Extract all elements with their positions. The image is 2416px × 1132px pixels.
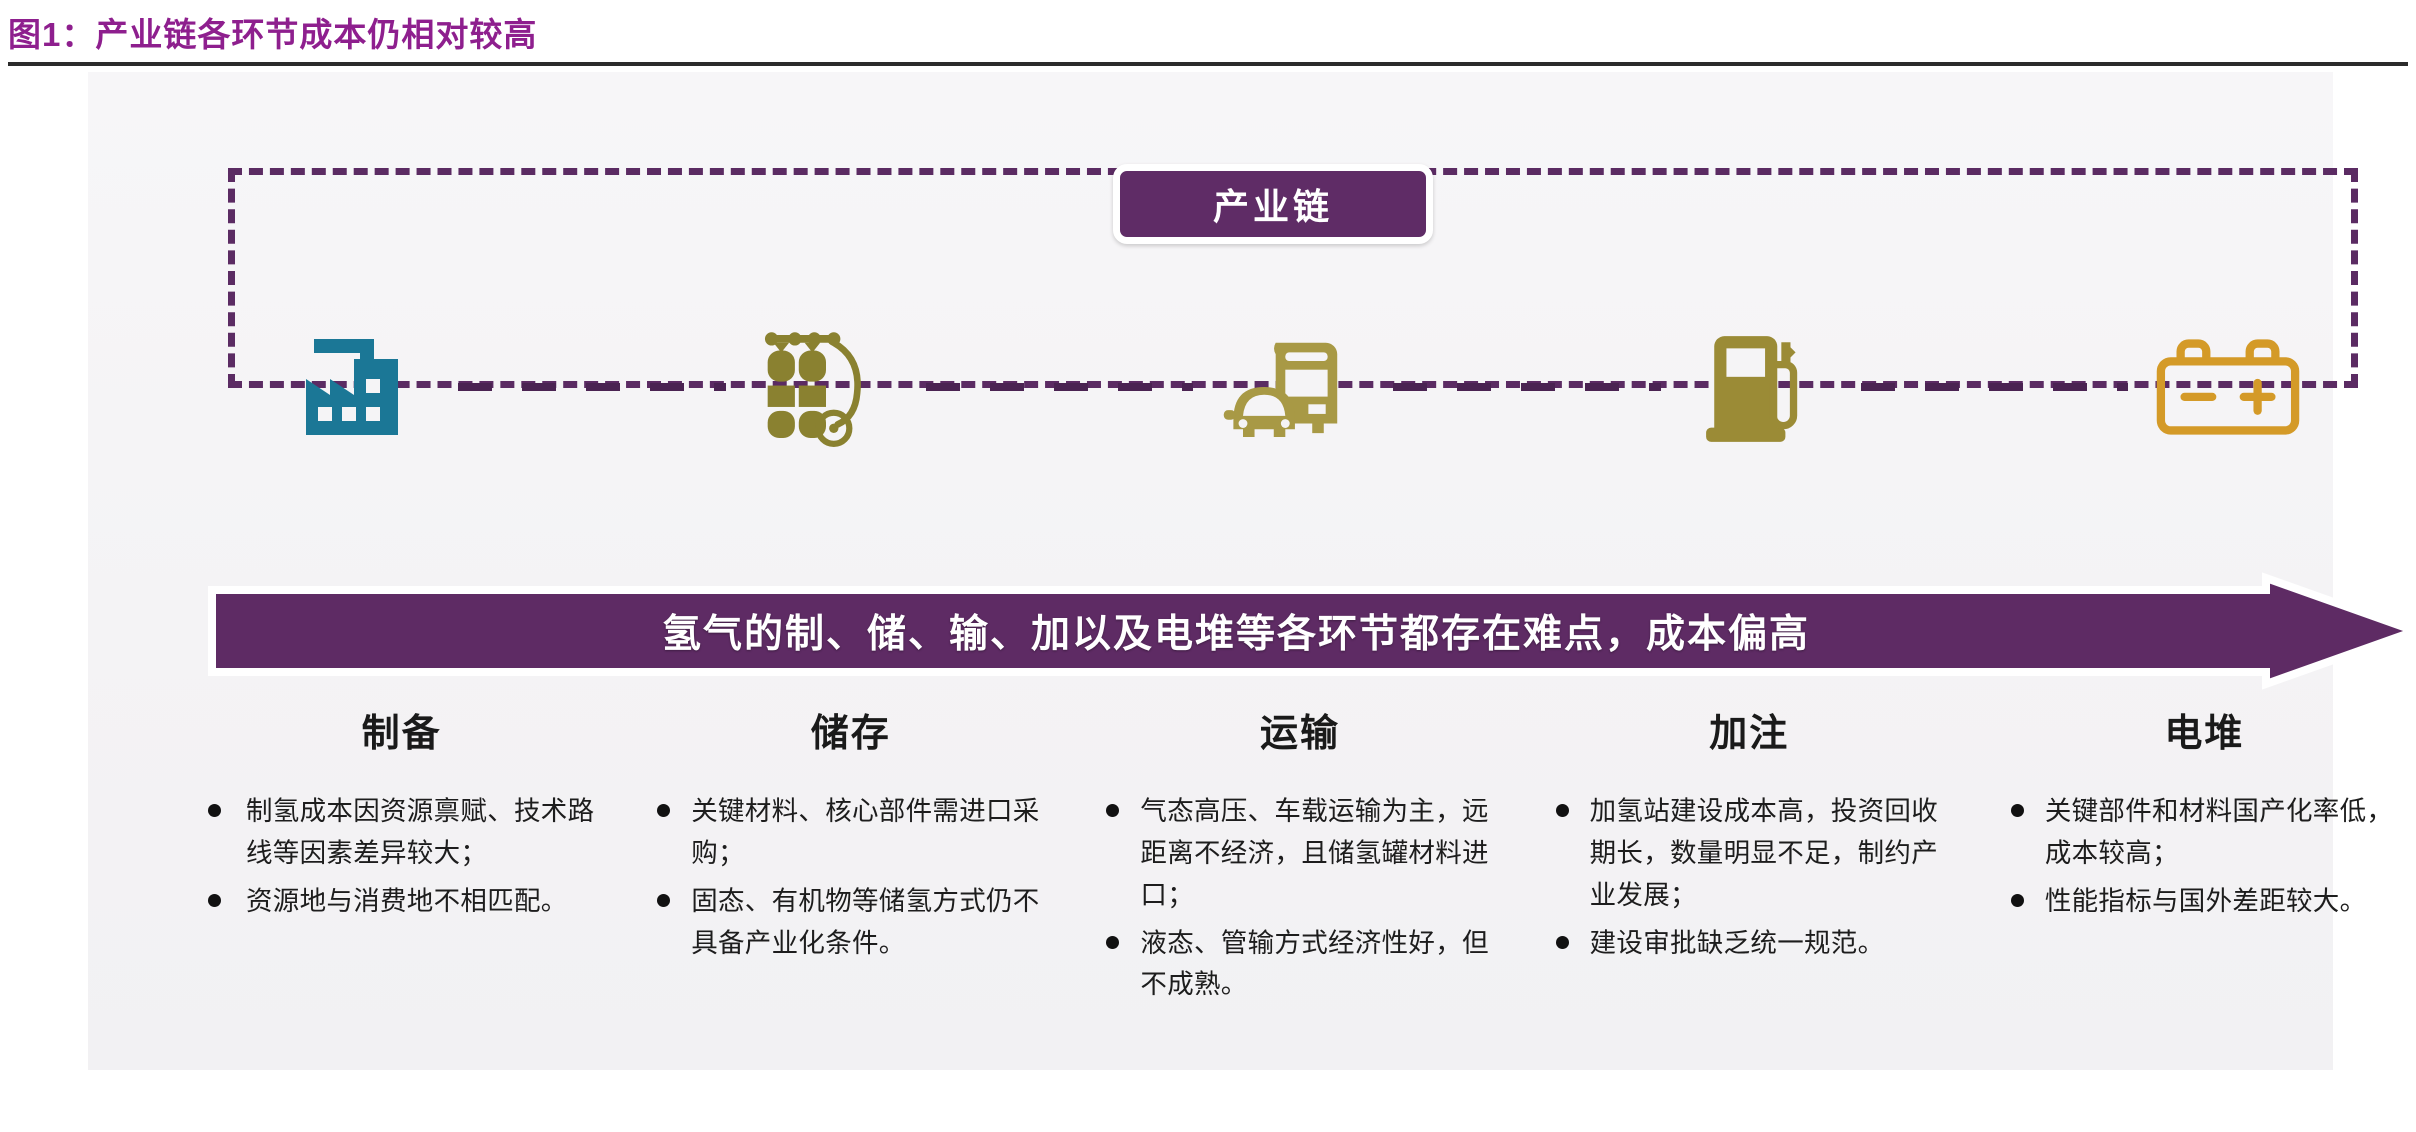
bullet-dot-icon (1106, 804, 1120, 817)
stage-header-preparation: 制备 (361, 713, 442, 755)
list-item-text: 加氢站建设成本高，投资回收期长，数量明显不足，制约产业发展； (1589, 796, 1939, 910)
stage-bullets-stack: 关键部件和材料国产化率低，成本较高； 性能指标与国外差距较大。 (2003, 791, 2406, 923)
bullet-dot-icon (208, 804, 221, 817)
list-item: 建设审批缺乏统一规范。 (1548, 923, 1951, 965)
stage-column-stack: 电堆 关键部件和材料国产化率低，成本较高； 性能指标与国外差距较大。 (1963, 702, 2416, 1132)
stage-header-refueling: 加注 (1709, 713, 1790, 755)
summary-arrow-banner: 氢气的制、储、输、加以及电堆等各环节都存在难点，成本偏高 (206, 572, 2416, 690)
stage-column-refueling: 加注 加氢站建设成本高，投资回收期长，数量明显不足，制约产业发展； 建设审批缺乏… (1514, 702, 1963, 1132)
diagram-panel: 产业链 (88, 72, 2416, 1070)
list-item-text: 资源地与消费地不相匹配。 (246, 885, 568, 916)
chain-connector-dash-3 (1393, 383, 1661, 391)
stage-bullets-preparation: 制氢成本因资源禀赋、技术路线等因素差异较大； 资源地与消费地不相匹配。 (200, 791, 603, 923)
bullet-dot-icon (1106, 935, 1120, 949)
stage-column-storage: 储存 关键材料、核心部件需进口采购； 固态、有机物等储氢方式仍不具备产业化条件。 (615, 702, 1064, 1132)
list-item-text: 液态、管输方式经济性好，但不成熟。 (1140, 927, 1489, 1000)
bullet-dot-icon (208, 893, 221, 907)
bullet-dot-icon (2010, 893, 2024, 907)
list-item: 气态高压、车载运输为主，远距离不经济，且储氢罐材料进口； (1098, 791, 1501, 917)
list-item-text: 关键材料、核心部件需进口采购； (691, 796, 1040, 868)
list-item: 液态、管输方式经济性好，但不成熟。 (1098, 923, 1501, 1007)
industry-chain-badge: 产业链 (1113, 164, 1433, 244)
stage-header-storage: 储存 (810, 713, 891, 755)
list-item-text: 固态、有机物等储氢方式仍不具备产业化条件。 (691, 885, 1040, 958)
stage-bullets-transport: 气态高压、车载运输为主，远距离不经济，且储氢罐材料进口； 液态、管输方式经济性好… (1098, 791, 1501, 1006)
stage-bullets-refueling: 加氢站建设成本高，投资回收期长，数量明显不足，制约产业发展； 建设审批缺乏统一规… (1548, 791, 1951, 964)
chain-connector-dash-1 (458, 383, 726, 391)
stage-columns: 制备 制氢成本因资源禀赋、技术路线等因素差异较大； 资源地与消费地不相匹配。 储… (188, 702, 2416, 1132)
chain-icon-strip (238, 302, 2348, 472)
list-item-text: 气态高压、车载运输为主，远距离不经济，且储氢罐材料进口； (1140, 796, 1489, 910)
list-item-text: 性能指标与国外差距较大。 (2044, 885, 2367, 916)
stage-column-transport: 运输 气态高压、车载运输为主，远距离不经济，且储氢罐材料进口； 液态、管输方式经… (1064, 702, 1513, 1132)
bullet-dot-icon (657, 893, 671, 907)
industry-chain-badge-label: 产业链 (1212, 186, 1333, 227)
title-divider (8, 62, 2408, 66)
factory-icon (268, 312, 448, 462)
list-item: 关键部件和材料国产化率低，成本较高； (2003, 791, 2406, 875)
list-item-text: 制氢成本因资源禀赋、技术路线等因素差异较大； (246, 796, 595, 868)
list-item-text: 建设审批缺乏统一规范。 (1589, 927, 1885, 958)
chain-connector-dash-4 (1860, 383, 2128, 391)
list-item: 关键材料、核心部件需进口采购； (649, 791, 1052, 875)
bullet-dot-icon (1555, 935, 1569, 949)
bullet-dot-icon (1555, 804, 1569, 817)
gas-cylinder-icon (736, 312, 916, 462)
chain-connector-dash-2 (925, 383, 1193, 391)
list-item: 资源地与消费地不相匹配。 (200, 881, 603, 923)
stage-header-transport: 运输 (1260, 713, 1341, 755)
list-item: 性能指标与国外差距较大。 (2003, 881, 2406, 923)
page-title: 图1：产业链各环节成本仍相对较高 (8, 16, 538, 53)
list-item: 固态、有机物等储氢方式仍不具备产业化条件。 (649, 881, 1052, 965)
list-item: 制氢成本因资源禀赋、技术路线等因素差异较大； (200, 791, 603, 875)
list-item-text: 关键部件和材料国产化率低，成本较高； (2044, 796, 2394, 868)
bullet-dot-icon (657, 804, 671, 817)
list-item: 加氢站建设成本高，投资回收期长，数量明显不足，制约产业发展； (1548, 791, 1951, 917)
stage-header-stack: 电堆 (2164, 713, 2245, 755)
bullet-dot-icon (2010, 804, 2024, 817)
bus-car-icon (1203, 312, 1383, 462)
battery-icon (2138, 312, 2318, 462)
stage-column-preparation: 制备 制氢成本因资源禀赋、技术路线等因素差异较大； 资源地与消费地不相匹配。 (188, 702, 615, 1132)
stage-bullets-storage: 关键材料、核心部件需进口采购； 固态、有机物等储氢方式仍不具备产业化条件。 (649, 791, 1052, 964)
fuel-pump-icon (1671, 312, 1851, 462)
